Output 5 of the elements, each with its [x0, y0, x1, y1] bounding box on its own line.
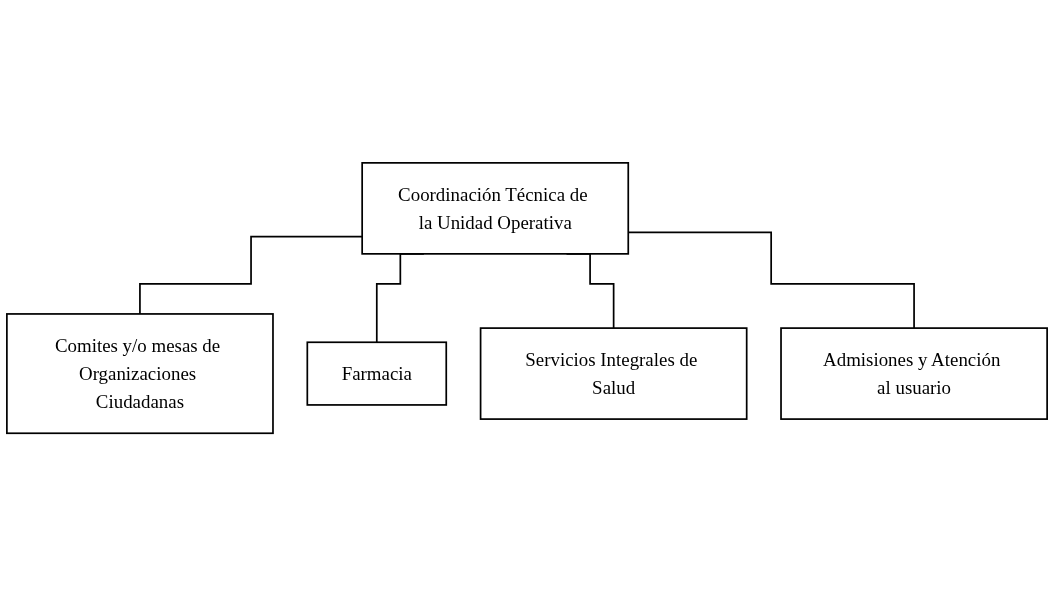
node-box: Coordinación Técnica de la Unidad Operativa [361, 161, 630, 255]
node-box: Comites y/o mesas de Organizaciones Ciudadanas [6, 313, 274, 435]
node-box: Servicios Integrales de Salud [479, 327, 748, 420]
node-box: Farmacia [306, 341, 448, 406]
node-box: Admisiones y Atención al usuario [780, 327, 1048, 420]
